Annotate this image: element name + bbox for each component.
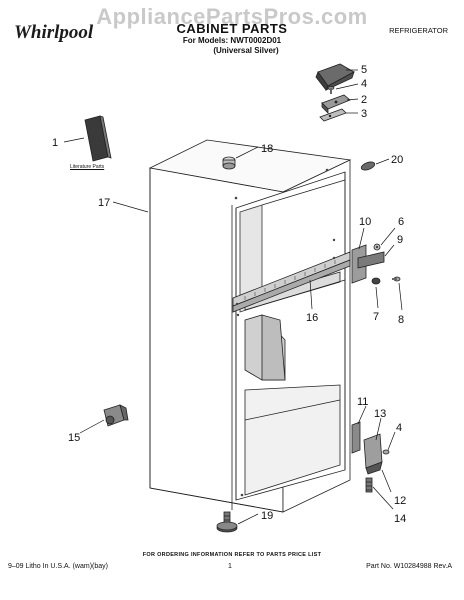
callout-16: 16 [306, 312, 318, 324]
watermark: AppliancePartsPros.com [96, 4, 368, 29]
callout-12: 12 [394, 495, 406, 507]
page-title: CABINET PARTS [176, 21, 288, 36]
cabinet-fasteners [234, 168, 336, 497]
page-number: 1 [228, 563, 232, 570]
callout-18: 18 [261, 143, 273, 155]
leveling-leg [216, 511, 238, 533]
callout-10: 10 [359, 216, 371, 228]
callout-numbers: 1 2 3 4 5 6 7 8 9 10 11 12 13 14 15 16 1… [52, 64, 406, 525]
callout-4-bottom: 4 [396, 422, 402, 434]
top-screw [327, 86, 335, 94]
callout-20: 20 [391, 154, 403, 166]
callout-1: 1 [52, 137, 58, 149]
print-info: 9–09 Litho In U.S.A. (wam)(bay) [8, 563, 108, 570]
callout-6: 6 [398, 216, 404, 228]
model-line: For Models: NWT0002D01 [182, 36, 282, 45]
part-number: Part No. W10284988 Rev.A [366, 563, 452, 570]
callout-17: 17 [98, 197, 110, 209]
callout-11: 11 [357, 396, 368, 408]
callout-4: 4 [361, 78, 367, 90]
callout-13: 13 [374, 408, 386, 420]
category-label: REFRIGERATOR [389, 26, 448, 35]
callout-19: 19 [261, 510, 273, 522]
hinge-shim [319, 108, 347, 122]
bottom-hinge-assembly [351, 421, 390, 493]
callout-5: 5 [361, 64, 367, 76]
callout-7: 7 [373, 311, 379, 323]
roller-assembly [103, 404, 129, 427]
callout-9: 9 [397, 234, 403, 246]
model-variant: (Universal Silver) [213, 46, 279, 55]
callout-8: 8 [398, 314, 404, 326]
callout-2: 2 [361, 94, 367, 106]
ordering-note: FOR ORDERING INFORMATION REFER TO PARTS … [142, 552, 322, 558]
center-hinge-assembly [351, 243, 401, 285]
callout-15: 15 [68, 432, 80, 444]
hole-plug [360, 161, 376, 171]
whirlpool-logo: Whirlpool [14, 22, 94, 43]
literature-booklet [84, 115, 112, 162]
callout-14: 14 [394, 513, 406, 525]
top-hinge [321, 94, 351, 114]
callout-3: 3 [361, 108, 367, 120]
cabinet-interior [235, 171, 346, 501]
divider-bar [232, 251, 351, 313]
leader-lines [63, 69, 403, 525]
cap-plug [222, 156, 236, 170]
top-hinge-cover [315, 63, 355, 91]
literature-parts-label: Literature Parts [70, 164, 105, 170]
cabinet-front-edges [231, 172, 346, 510]
